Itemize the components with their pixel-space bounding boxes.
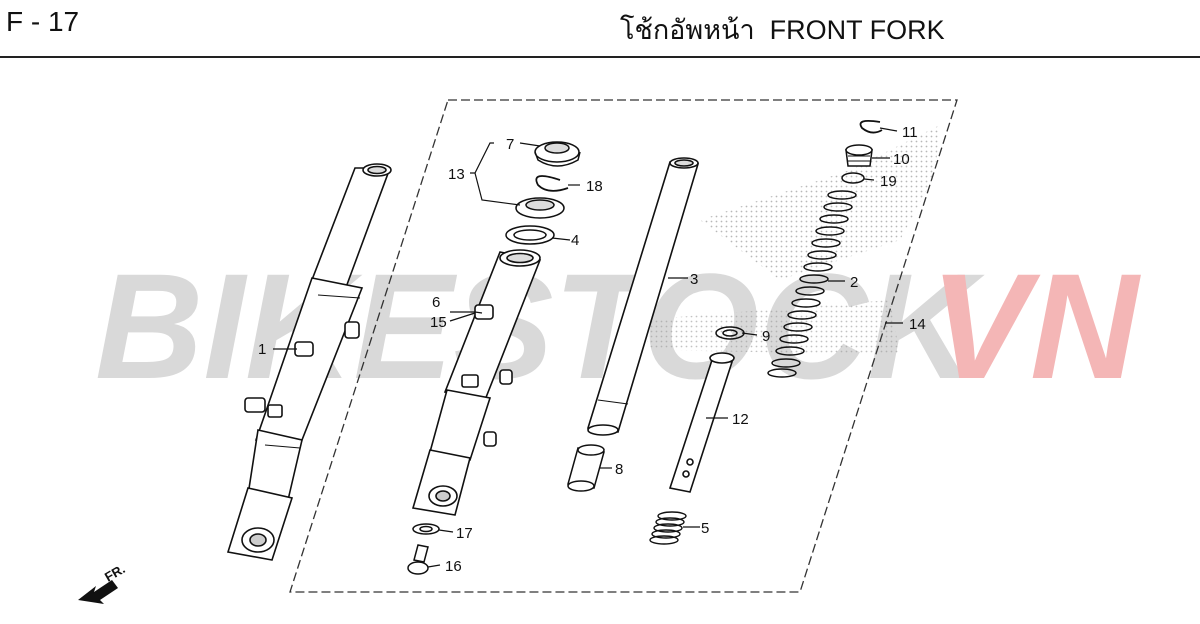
fork-leg-middle: [411, 249, 542, 516]
front-arrow-icon: [78, 580, 118, 604]
callout-10: 10: [893, 151, 910, 168]
callout-5: 5: [701, 520, 709, 537]
front-label: FR.: [102, 561, 128, 584]
header-divider: [0, 56, 1200, 58]
watermark-text-accent: VN: [930, 242, 1141, 410]
callout-13: 13: [448, 166, 465, 183]
page-header: F - 17 โช้กอัพหน้า FRONT FORK: [0, 0, 1200, 58]
part-fork-spring: [767, 190, 857, 378]
callout-2: 2: [850, 274, 858, 291]
dotted-shading-upper: [700, 125, 940, 280]
callout-6: 6: [432, 294, 440, 311]
page-code: F - 17: [6, 6, 80, 37]
part-oil-lock-piece: [567, 444, 605, 492]
part-fork-piston: [668, 352, 735, 493]
callout-11: 11: [902, 124, 918, 141]
part-oil-seal: [515, 197, 565, 219]
fork-leg-left: [226, 163, 392, 561]
callout-12: 12: [732, 411, 749, 428]
assembly-boundary: [289, 99, 958, 593]
part-stopper-ring: [535, 175, 569, 192]
part-fork-bolt: [845, 144, 873, 167]
callout-3: 3: [690, 271, 698, 288]
part-o-ring: [841, 172, 865, 184]
dotted-shading-lower: [640, 300, 900, 355]
callout-17: 17: [456, 525, 473, 542]
callout-4: 4: [571, 232, 579, 249]
part-socket-bolt: [407, 544, 429, 575]
page-title: โช้กอัพหน้า FRONT FORK: [620, 15, 945, 45]
callout-7: 7: [506, 136, 514, 153]
part-dust-seal: [534, 141, 581, 167]
callout-8: 8: [615, 461, 623, 478]
callout-19: 19: [880, 173, 897, 190]
callout-labels: 1 2 3 4 5 6 7 8 9 10 11 12 13 14 15 16 1…: [258, 124, 926, 575]
part-rebound-spring: [649, 511, 687, 545]
callout-9: 9: [762, 328, 770, 345]
callout-18: 18: [586, 178, 603, 195]
part-stopper-ring-11: [859, 119, 883, 134]
callout-14: 14: [909, 316, 926, 333]
part-back-up-ring: [505, 225, 555, 245]
leader-lines: [273, 127, 903, 568]
callout-16: 16: [445, 558, 462, 575]
part-fork-pipe: [586, 157, 700, 436]
callout-1: 1: [258, 341, 266, 358]
callout-15: 15: [430, 314, 447, 331]
part-sealing-washer: [412, 523, 440, 535]
front-direction-indicator: FR.: [78, 561, 128, 604]
